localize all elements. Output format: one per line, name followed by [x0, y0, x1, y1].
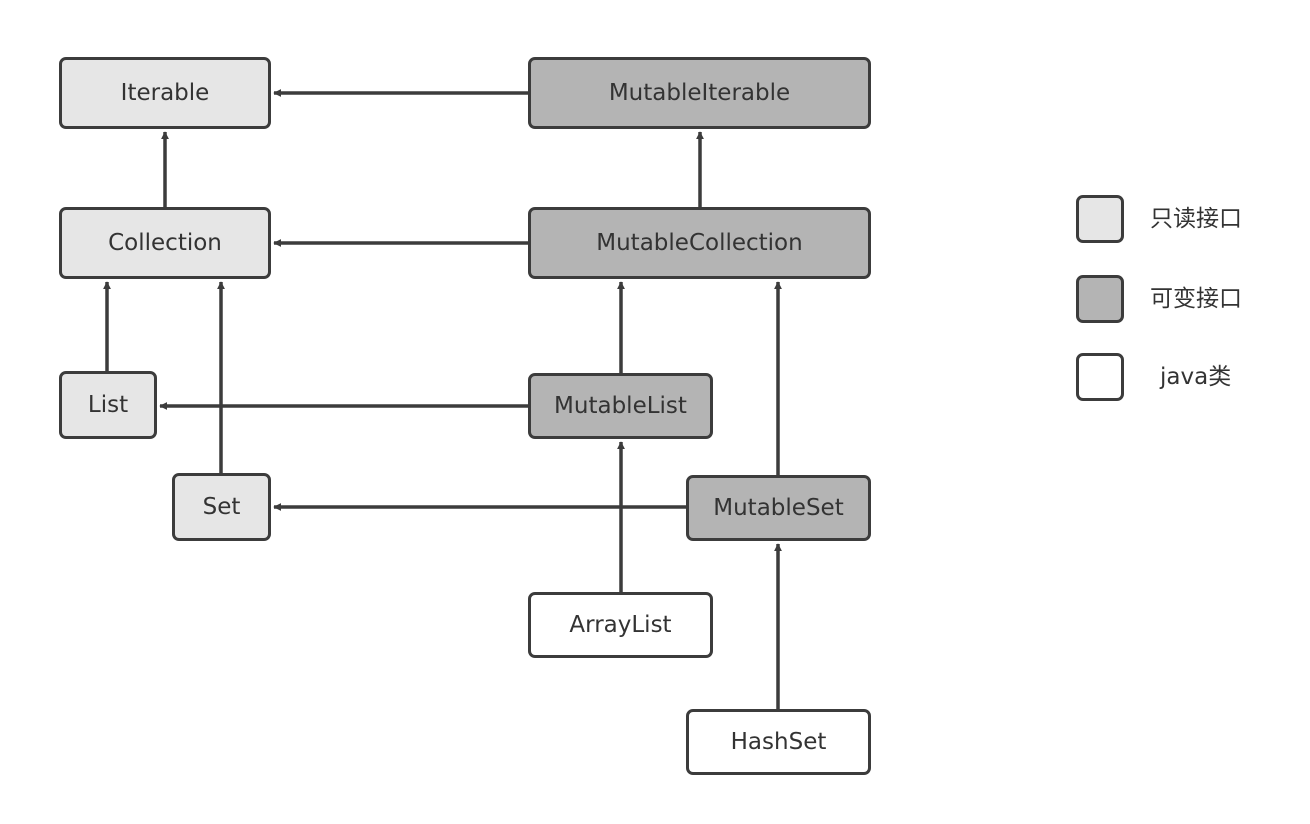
node-set: Set — [172, 473, 271, 541]
node-mutable-list: MutableList — [528, 373, 713, 439]
node-mutable-set: MutableSet — [686, 475, 871, 541]
node-hashset: HashSet — [686, 709, 871, 775]
node-arraylist: ArrayList — [528, 592, 713, 658]
node-mutable-collection: MutableCollection — [528, 207, 871, 279]
legend-swatch-mutable — [1076, 275, 1124, 323]
legend-swatch-readonly — [1076, 195, 1124, 243]
node-list: List — [59, 371, 157, 439]
node-mutable-iterable: MutableIterable — [528, 57, 871, 129]
legend-label-mutable: 可变接口 — [1150, 286, 1242, 312]
legend-label-java: java类 — [1160, 364, 1232, 390]
legend-swatch-java — [1076, 353, 1124, 401]
node-collection: Collection — [59, 207, 271, 279]
node-iterable: Iterable — [59, 57, 271, 129]
legend-label-readonly: 只读接口 — [1150, 206, 1242, 232]
